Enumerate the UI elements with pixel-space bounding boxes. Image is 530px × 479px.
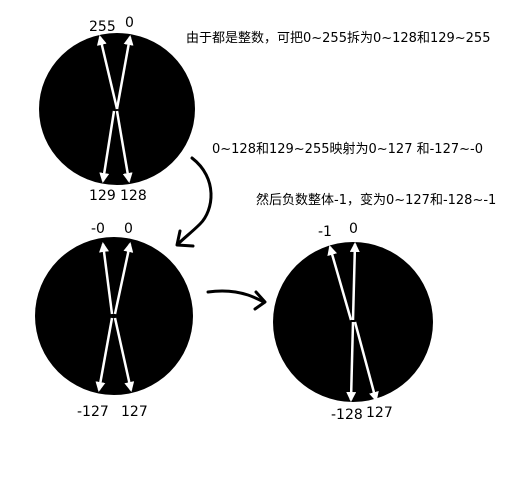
circle-3-label-bottom-left: -128: [331, 407, 363, 423]
circle-2-disc: [35, 237, 193, 395]
circle-1-label-bottom-right: 128: [120, 188, 147, 204]
circle-2-arrow-127: [113, 317, 135, 392]
circle-2-label-top-right: 0: [124, 221, 133, 237]
circle-2-label-bottom-right: 127: [121, 404, 148, 420]
circle-2-arrow-neg127: [95, 317, 114, 392]
circle-3-label-bottom-right: 127: [366, 405, 393, 421]
circle-3-label-top-left: -1: [318, 224, 332, 240]
hand-arrow-down: [175, 156, 213, 248]
circle-1-arrow-129: [99, 110, 116, 183]
circle-1-arrow-128: [115, 110, 133, 183]
note-split-range: 由于都是整数，可把0~255拆为0~128和129~255: [186, 31, 490, 46]
circle-2-arrow-0: [113, 242, 134, 315]
note-mapping: 0~128和129~255映射为0~127 和-127~-0: [212, 141, 483, 157]
circle-1-label-bottom-left: 129: [89, 188, 116, 204]
circle-2-arrow-neg0: [99, 242, 114, 315]
circle-3-arrow-127: [353, 321, 379, 402]
circle-3-label-top-right: 0: [349, 221, 358, 237]
note-minus-one: 然后负数整体-1，变为0~127和-128~-1: [256, 192, 496, 208]
circle-1-label-top-right: 0: [125, 15, 134, 31]
circle-2: -0 0 -127 127: [35, 221, 193, 420]
circle-1-label-top-left: 255: [89, 19, 116, 35]
circle-3-arrow-neg1: [327, 245, 353, 321]
circle-3-arrow-0: [349, 242, 360, 321]
circle-2-label-top-left: -0: [91, 221, 105, 237]
hand-arrow-right: [206, 289, 267, 311]
circle-2-label-bottom-left: -127: [77, 404, 109, 420]
circle-1-arrow-255: [96, 35, 119, 110]
circle-1: 255 0 129 128: [39, 15, 195, 204]
circle-3-arrow-neg128: [346, 321, 357, 402]
circle-1-arrow-0: [115, 35, 134, 110]
circle-3: -1 0 -128 127: [273, 221, 433, 423]
